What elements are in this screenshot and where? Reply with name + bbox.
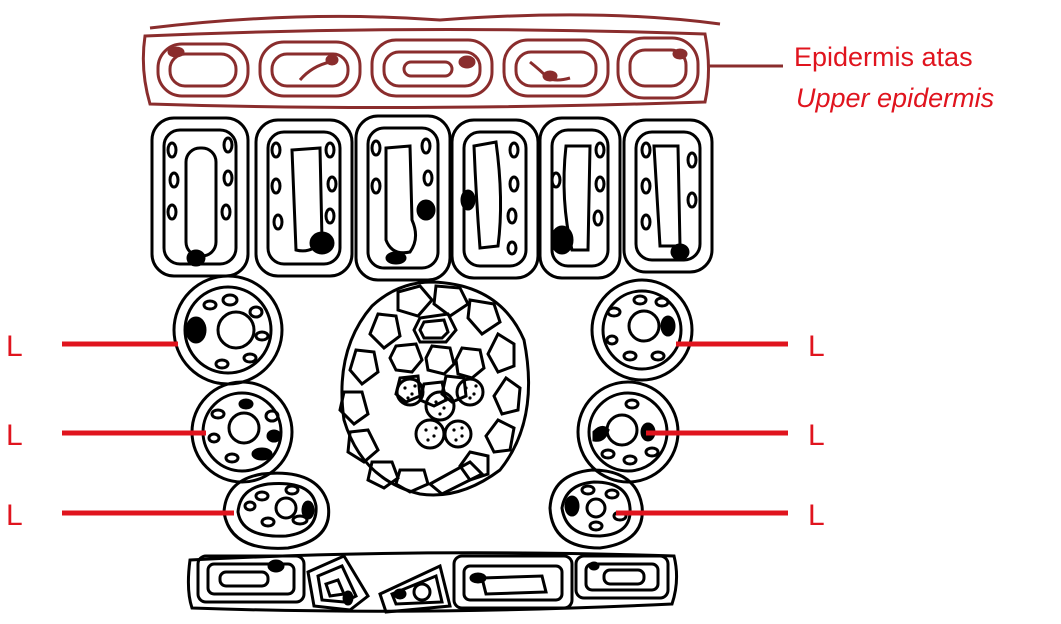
marker-right-3: L (808, 499, 825, 532)
epidermis-cell (158, 44, 248, 96)
sheath-cell-left-3 (224, 473, 329, 548)
palisade-layer (152, 116, 712, 280)
epidermis-cell (504, 40, 608, 96)
sheath-cell-left-1 (174, 276, 282, 384)
epidermis-cell (372, 40, 492, 96)
marker-left-2: L (6, 419, 23, 452)
lower-epidermis-cell (576, 556, 668, 598)
lower-epidermis-cell (380, 566, 450, 612)
right-sheath-cells (550, 280, 692, 548)
left-sheath-cells (174, 276, 329, 548)
label-upper-epidermis: Upper epidermis (796, 83, 994, 113)
sheath-cell-right-3 (550, 470, 642, 548)
palisade-cell (540, 118, 620, 278)
label-epidermis-atas: Epidermis atas (794, 42, 973, 72)
sheath-cell-right-1 (592, 280, 692, 380)
vascular-bundle (340, 282, 529, 495)
lower-epidermis (188, 553, 676, 612)
marker-right-1: L (808, 330, 825, 363)
sheath-cell-left-2 (192, 382, 292, 482)
marker-right-2: L (808, 419, 825, 452)
phloem-cells (397, 379, 483, 448)
palisade-cell (152, 118, 248, 276)
lower-epidermis-cell (198, 556, 304, 602)
palisade-cell (256, 120, 352, 276)
lower-epidermis-cell (454, 556, 572, 608)
upper-epidermis (143, 15, 720, 108)
lower-epidermis-cell (308, 556, 368, 610)
marker-left-1: L (6, 330, 23, 363)
palisade-cell (624, 120, 712, 272)
marker-left-3: L (6, 499, 23, 532)
palisade-cell (356, 116, 450, 280)
epidermis-cell (260, 42, 360, 96)
epidermis-cell (618, 38, 698, 98)
palisade-cell (452, 120, 538, 278)
